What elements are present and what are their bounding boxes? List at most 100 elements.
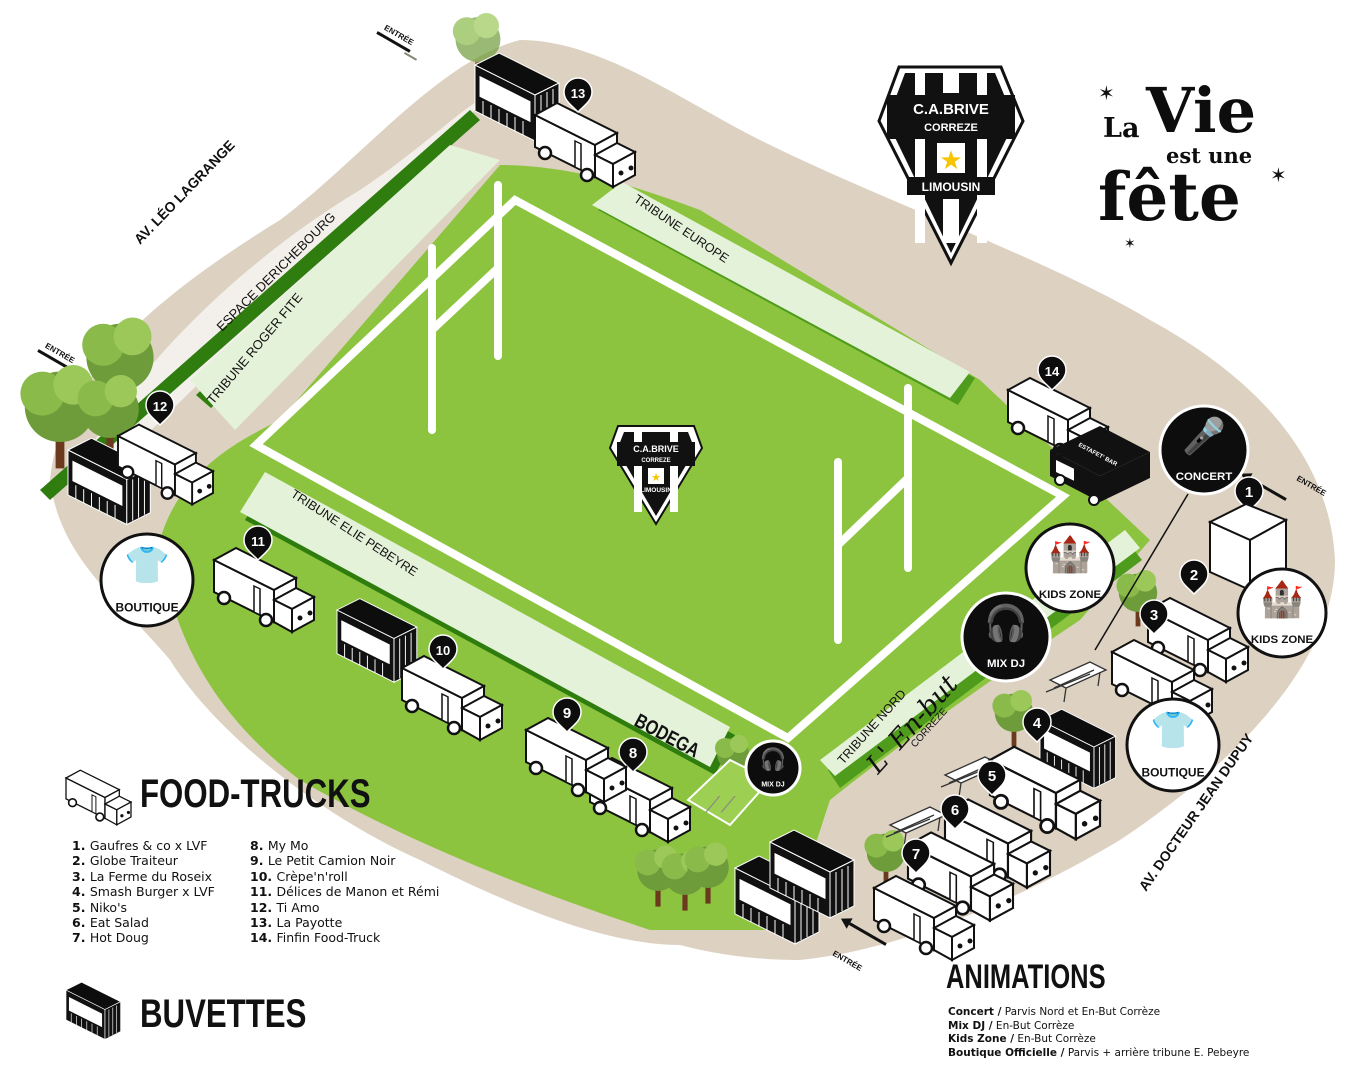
map-marker-4[interactable]: 4 (1022, 707, 1052, 743)
food-truck-number: 12. (250, 899, 277, 915)
svg-text:✶: ✶ (1270, 165, 1287, 187)
food-truck-list-item: 4. Smash Burger x LVF (72, 884, 215, 899)
map-marker-1[interactable]: 1 (1234, 476, 1264, 512)
deck-chair-icon: ⟋⟋ (705, 792, 736, 817)
map-marker-5[interactable]: 5 (977, 760, 1007, 796)
animations-title: ANIMATIONS (946, 958, 1106, 996)
map-marker-7[interactable]: 7 (901, 838, 931, 874)
slogan-fete: fête (1098, 158, 1241, 236)
club-logo-region: LIMOUSIN (922, 180, 981, 194)
food-truck-list-item: 3. La Ferme du Roseix (72, 869, 215, 884)
map-marker-number: 2 (1190, 567, 1198, 584)
map-marker-number: 4 (1033, 715, 1042, 732)
poi-boutique[interactable]: 👕BOUTIQUE (1125, 697, 1221, 793)
slogan-vie: Vie (1146, 74, 1257, 147)
food-truck-number: 7. (72, 930, 90, 946)
food-truck-name: La Ferme du Roseix (89, 868, 213, 884)
food-truck-name: Smash Burger x LVF (89, 884, 215, 900)
map-marker-3[interactable]: 3 (1139, 599, 1169, 635)
food-truck-number: 1. (72, 838, 90, 853)
food-truck-number: 6. (72, 915, 90, 931)
food-truck-name: Crèpe'n'roll (276, 868, 348, 884)
microphone-icon: 🎤 (1182, 415, 1226, 456)
map-marker-number: 11 (251, 534, 265, 549)
headphones-icon: 🎧 (760, 747, 787, 772)
animation-item: Concert / Parvis Nord et En-But Corrèze (948, 1006, 1249, 1020)
poi-label: MIX DJ (761, 781, 784, 788)
slogan-la: La (1103, 113, 1140, 144)
tribune-europe (592, 182, 975, 405)
poi-label: KIDS ZONE (1039, 589, 1102, 601)
poi-layer: 🎤CONCERT🎧MIX DJ🎧MIX DJ🏰KIDS ZONE🏰KIDS ZO… (99, 404, 1328, 797)
tribune-roger-fite (190, 145, 500, 430)
club-logo: C.A.BRIVE CORREZE ★ LIMOUSIN (877, 65, 1025, 267)
animation-name: Mix DJ / (948, 1019, 993, 1032)
food-truck-name: Globe Traiteur (89, 853, 178, 869)
map-marker-number: 14 (1045, 364, 1060, 379)
poi-mix-dj[interactable]: 🎧MIX DJ (960, 591, 1052, 683)
map-marker-number: 13 (571, 86, 585, 101)
food-truck-list-item: 8. My Mo (250, 838, 439, 853)
map-marker-8[interactable]: 8 (618, 737, 648, 773)
food-truck-list-item: 5. Niko's (72, 900, 215, 915)
food-truck-number: 3. (72, 868, 90, 884)
food-truck-list-item: 1. Gaufres & co x LVF (72, 838, 215, 853)
food-truck-list-item: 10. Crèpe'n'roll (250, 869, 439, 884)
bouncy-castle-icon: 🏰 (1260, 580, 1304, 619)
svg-text:✶: ✶ (1098, 83, 1115, 105)
entrance-top: ENTRÉE (376, 23, 418, 61)
map-marker-12[interactable]: 12 (145, 390, 175, 426)
svg-text:✶: ✶ (1124, 235, 1136, 251)
center-logo-sub: CORREZE (641, 458, 670, 464)
map-marker-number: 1 (1245, 484, 1253, 501)
animation-item: Boutique Officielle / Parvis + arrière t… (948, 1047, 1249, 1061)
animation-place: En-But Corrèze (1014, 1033, 1096, 1046)
food-truck-number: 5. (72, 899, 90, 915)
map-marker-number: 3 (1150, 607, 1158, 624)
star-icon: ★ (651, 472, 661, 484)
map-marker-number: 7 (912, 846, 920, 863)
map-marker-number: 9 (563, 705, 571, 722)
club-logo-sub: CORREZE (924, 122, 978, 134)
map-marker-6[interactable]: 6 (940, 794, 970, 830)
center-logo-name: C.A.BRIVE (633, 444, 679, 454)
sparkle-icon: ✶ ✶ ✶ (1098, 83, 1287, 251)
street-leo-lagrange: AV. LÉO LAGRANGE (131, 137, 238, 247)
map-marker-2[interactable]: 2 (1179, 559, 1209, 595)
poi-mix-dj-small[interactable]: 🎧 MIX DJ (744, 739, 802, 797)
animation-item: Kids Zone / En-But Corrèze (948, 1033, 1249, 1047)
club-logo-name: C.A.BRIVE (913, 101, 989, 118)
food-truck-name: Finfin Food-Truck (276, 930, 381, 946)
food-truck-legend-icon (65, 769, 132, 826)
map-marker-10[interactable]: 10 (428, 634, 458, 670)
food-truck-list-item: 2. Globe Traiteur (72, 853, 215, 868)
food-trucks-title: FOOD-TRUCKS (140, 772, 371, 816)
food-truck-name: La Payotte (276, 915, 343, 931)
poi-kids-zone[interactable]: 🏰KIDS ZONE (1024, 522, 1116, 614)
map-marker-11[interactable]: 11 (243, 525, 273, 561)
animation-place: En-But Corrèze (992, 1019, 1075, 1032)
map-marker-9[interactable]: 9 (552, 697, 582, 733)
map-marker-number: 10 (436, 643, 450, 658)
star-icon: ★ (939, 145, 962, 175)
poi-boutique[interactable]: 👕BOUTIQUE (99, 532, 195, 628)
poi-label: MIX DJ (987, 658, 1025, 670)
poi-kids-zone[interactable]: 🏰KIDS ZONE (1236, 567, 1328, 659)
food-truck-name: Délices de Manon et Rémi (276, 884, 440, 900)
food-truck-list-item: 11. Délices de Manon et Rémi (250, 884, 439, 899)
food-truck-number: 9. (250, 853, 268, 869)
food-truck-list-item: 12. Ti Amo (250, 900, 439, 915)
map-marker-14[interactable]: 14 (1037, 355, 1067, 391)
tshirt-icon: 👕 (124, 545, 170, 586)
entrance-south (840, 918, 887, 946)
food-truck-number: 8. (250, 838, 268, 853)
estafet-bar-van: ESTAFET' BAR (1050, 426, 1150, 506)
poi-concert[interactable]: 🎤CONCERT (1158, 404, 1250, 496)
food-truck-number: 13. (250, 915, 277, 931)
center-club-logo: C.A.BRIVE CORREZE ★ LIMOUSIN (608, 425, 704, 526)
map-marker-13[interactable]: 13 (563, 77, 593, 113)
goal-post-east (834, 384, 912, 644)
